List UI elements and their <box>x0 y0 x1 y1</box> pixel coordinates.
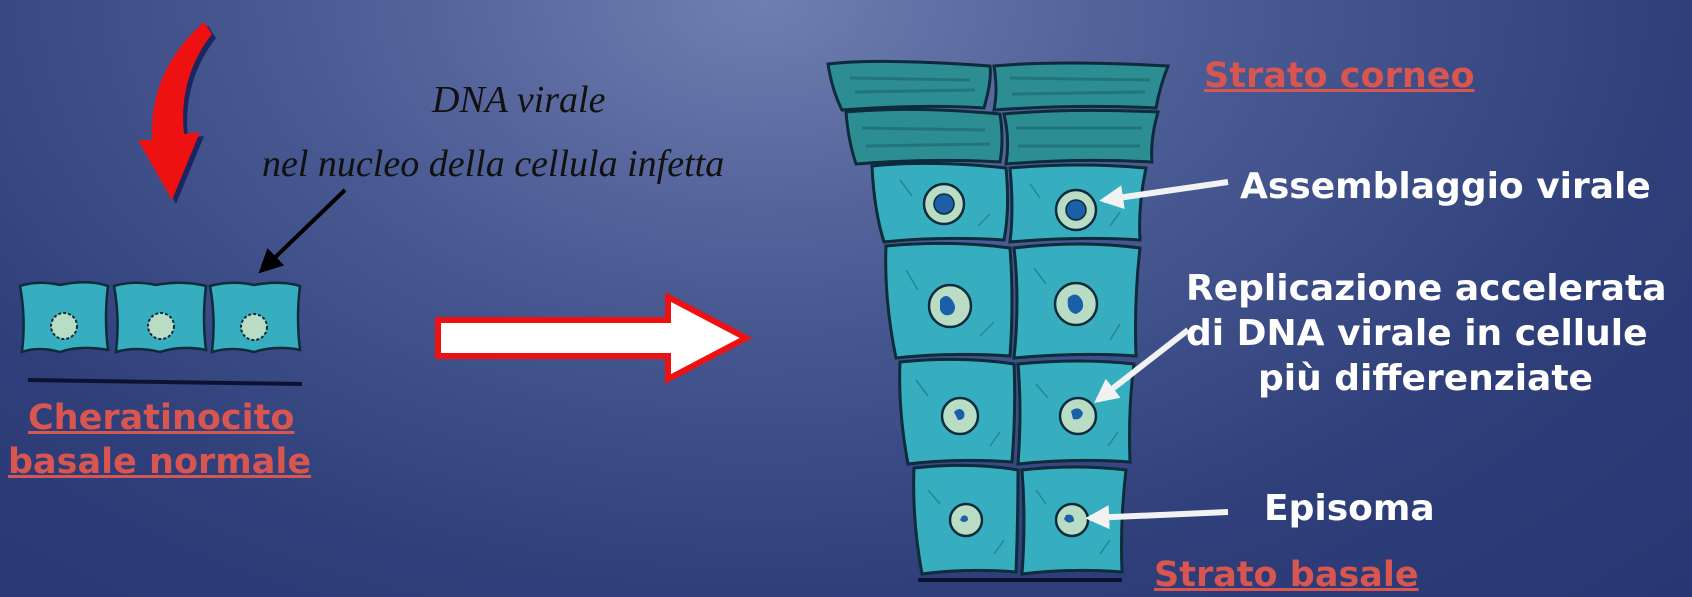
basal-cell-2 <box>114 283 206 352</box>
epithelium-column <box>828 61 1168 580</box>
corneo-cells <box>828 61 1168 164</box>
cell-row-2 <box>886 243 1140 358</box>
layer-label-basale: Strato basale <box>1154 555 1419 595</box>
callout-replication-line-1: Replicazione accelerata <box>1186 268 1667 309</box>
left-cell-label-line-2: basale normale <box>8 442 311 482</box>
callout-replication-line-3: più differenziate <box>1258 358 1593 399</box>
annotation-line-2: nel nucleo della cellula infetta <box>262 142 724 186</box>
callout-assembly: Assemblaggio virale <box>1240 166 1651 207</box>
curved-red-arrow-icon <box>138 22 216 204</box>
basal-cell-3 <box>210 283 300 352</box>
cell-row-3 <box>900 359 1134 464</box>
pointer-arrow-black <box>262 190 345 270</box>
annotation-line-1: DNA virale <box>432 78 605 122</box>
basal-keratinocyte-cells <box>20 282 302 384</box>
callout-episome: Episoma <box>1264 488 1435 529</box>
layer-label-corneo: Strato corneo <box>1204 56 1475 96</box>
callout-replication-line-2: di DNA virale in cellule <box>1186 313 1648 354</box>
basal-cell-1 <box>20 282 108 352</box>
big-right-arrow-icon <box>438 297 746 379</box>
left-cell-label-line-1: Cheratinocito <box>28 398 294 438</box>
